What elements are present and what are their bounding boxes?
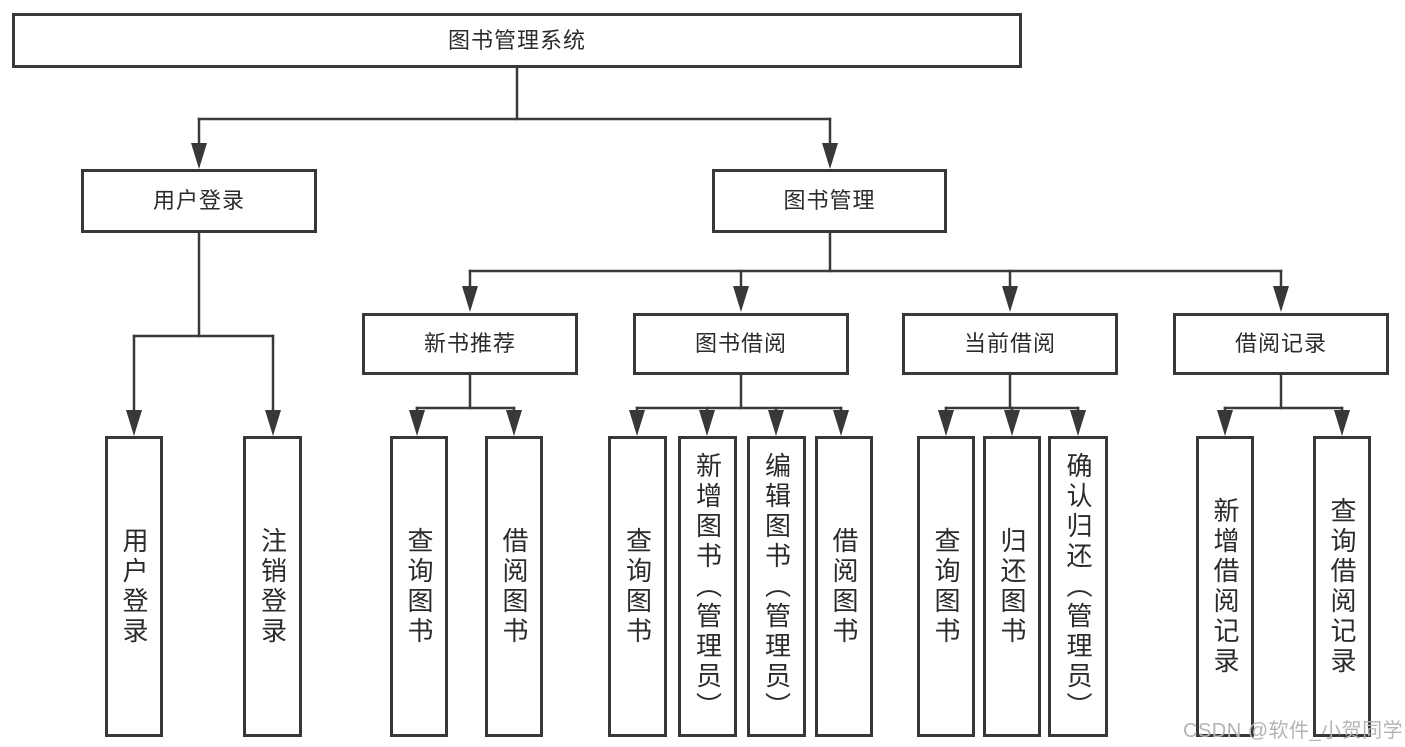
node-book-borrow: 图书借阅 (633, 313, 849, 375)
leaf-user-login-label: 用户登录 (119, 526, 149, 647)
leaf-cb-query-books-label: 查询图书 (931, 526, 961, 647)
leaf-nbr-borrow-books-label: 借阅图书 (499, 526, 529, 647)
node-borrow-records: 借阅记录 (1173, 313, 1389, 375)
leaf-br-query-record: 查询借阅记录 (1313, 436, 1371, 737)
leaf-cb-return-books: 归还图书 (983, 436, 1041, 737)
leaf-cb-return-books-label: 归还图书 (997, 526, 1027, 647)
node-new-book-recommend: 新书推荐 (362, 313, 578, 375)
node-root-system: 图书管理系统 (12, 13, 1022, 68)
node-book-borrow-label: 图书借阅 (694, 331, 787, 356)
node-book-management-label: 图书管理 (783, 188, 876, 213)
leaf-logout-label: 注销登录 (257, 526, 288, 647)
leaf-bb-edit-books-admin-label: 编辑图书（管理员） (761, 451, 792, 722)
leaf-bb-query-books: 查询图书 (608, 436, 667, 737)
node-book-management: 图书管理 (712, 169, 947, 233)
leaf-logout: 注销登录 (243, 436, 302, 737)
leaf-bb-edit-books-admin: 编辑图书（管理员） (747, 436, 806, 737)
node-new-book-recommend-label: 新书推荐 (423, 331, 516, 356)
leaf-bb-borrow-books-label: 借阅图书 (829, 526, 859, 647)
node-current-borrow: 当前借阅 (902, 313, 1118, 375)
leaf-br-query-record-label: 查询借阅记录 (1327, 496, 1357, 677)
leaf-br-add-record-label: 新增借阅记录 (1210, 496, 1240, 677)
leaf-br-add-record: 新增借阅记录 (1196, 436, 1254, 737)
node-user-login: 用户登录 (81, 169, 317, 233)
leaf-bb-query-books-label: 查询图书 (622, 526, 653, 647)
leaf-cb-confirm-return-admin: 确认归还（管理员） (1048, 436, 1108, 737)
node-user-login-label: 用户登录 (152, 188, 245, 213)
leaf-nbr-query-books-label: 查询图书 (404, 526, 434, 647)
leaf-user-login: 用户登录 (105, 436, 163, 737)
node-current-borrow-label: 当前借阅 (963, 331, 1056, 356)
leaf-cb-query-books: 查询图书 (917, 436, 975, 737)
leaf-cb-confirm-return-admin-label: 确认归还（管理员） (1063, 451, 1093, 722)
node-borrow-records-label: 借阅记录 (1234, 331, 1327, 356)
leaf-nbr-borrow-books: 借阅图书 (485, 436, 543, 737)
csdn-watermark: CSDN @软件_小贺同学 (1183, 720, 1404, 742)
leaf-nbr-query-books: 查询图书 (390, 436, 448, 737)
leaf-bb-add-books-admin: 新增图书（管理员） (678, 436, 737, 737)
node-root-system-label: 图书管理系统 (447, 27, 586, 53)
leaf-bb-add-books-admin-label: 新增图书（管理员） (692, 451, 723, 722)
leaf-bb-borrow-books: 借阅图书 (815, 436, 873, 737)
